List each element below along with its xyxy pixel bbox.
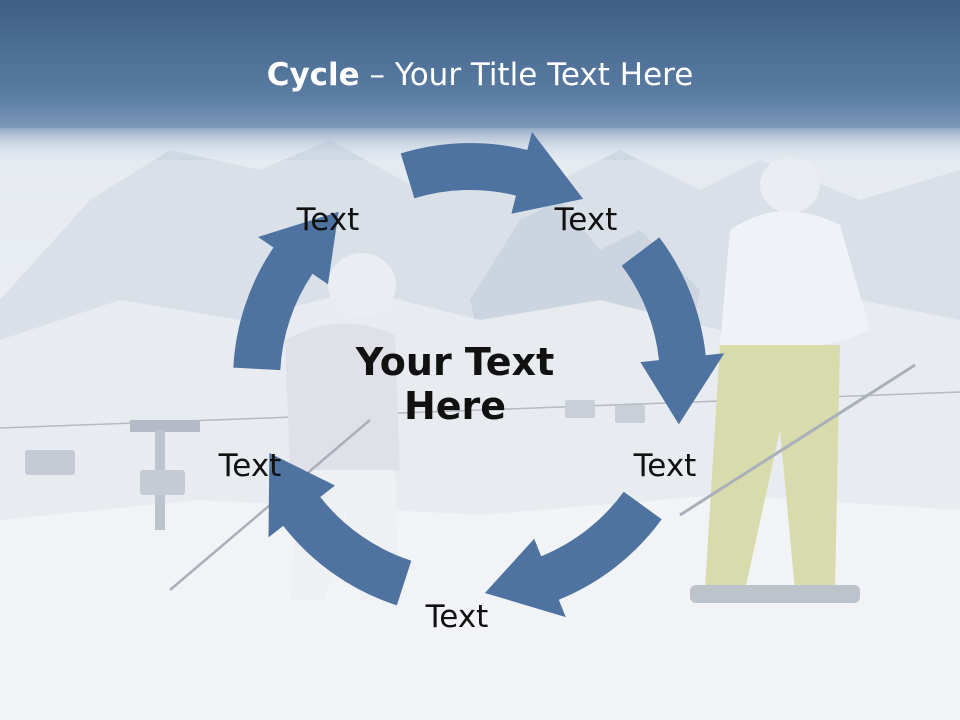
cycle-label-4: Text bbox=[425, 599, 489, 635]
title-bold: Cycle bbox=[266, 57, 360, 93]
cycle-label-2: Text bbox=[554, 202, 618, 238]
center-text-line-1: Your Text bbox=[355, 340, 555, 384]
cycle-arrow-2 bbox=[621, 237, 725, 425]
cycle-arrow-4 bbox=[268, 453, 412, 606]
slide-title: Cycle – Your Title Text Here bbox=[0, 52, 960, 98]
cycle-label-3: Text bbox=[633, 448, 697, 484]
cycle-label-5: Text bbox=[218, 448, 282, 484]
cycle-arrow-1 bbox=[400, 131, 584, 214]
cycle-arrow-5 bbox=[233, 211, 339, 371]
cycle-arrow-3 bbox=[484, 491, 662, 618]
cycle-label-1: Text bbox=[296, 202, 360, 238]
center-text-line-2: Here bbox=[403, 384, 507, 428]
center-text: Your Text Here bbox=[300, 340, 610, 428]
title-rest: – Your Title Text Here bbox=[359, 57, 694, 93]
cycle-arrows bbox=[233, 131, 725, 618]
